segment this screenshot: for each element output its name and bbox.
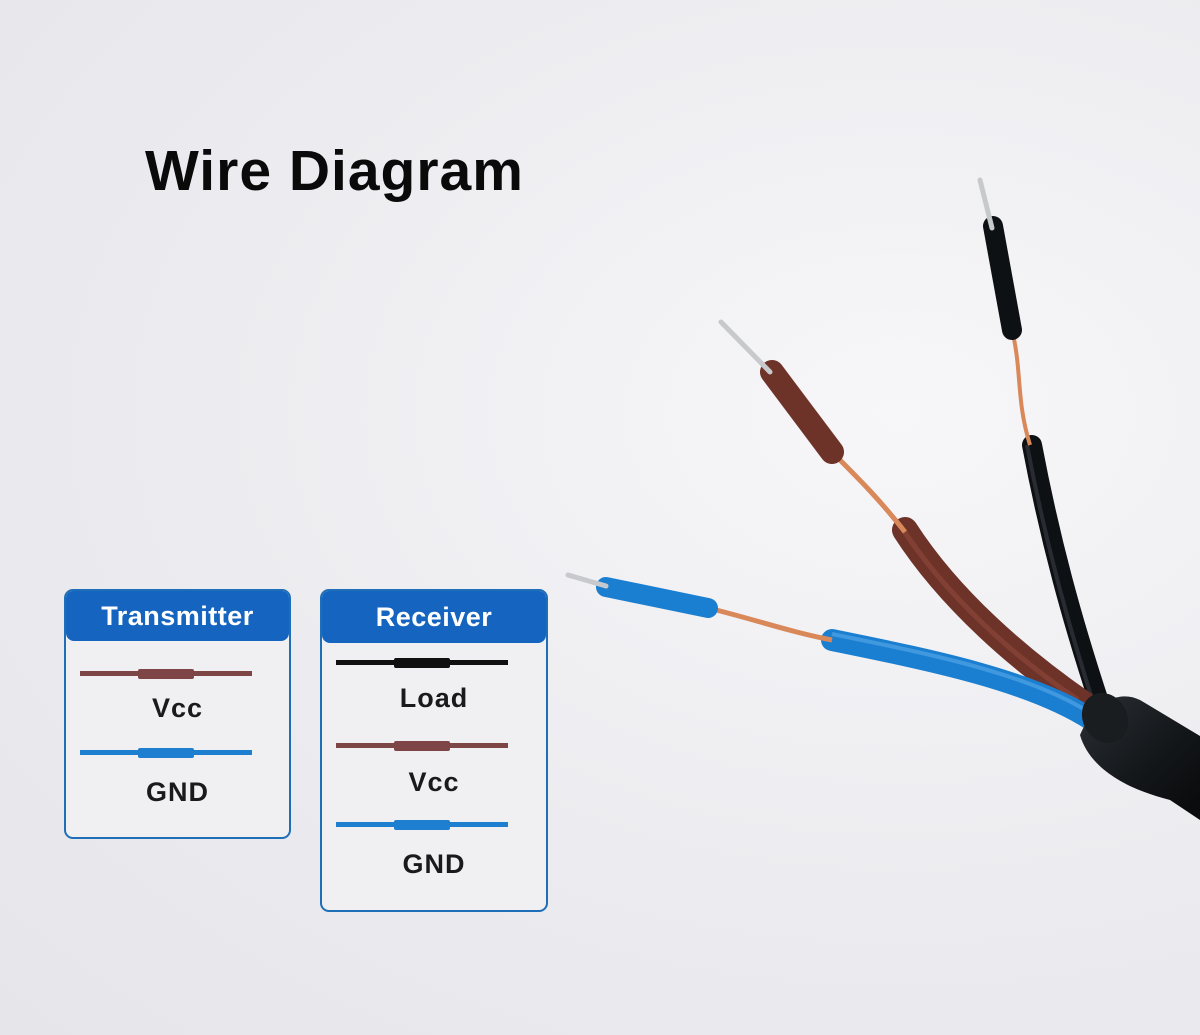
brown-wire xyxy=(718,319,1098,718)
transmitter-gnd-wire xyxy=(80,748,252,758)
wire-sleeve xyxy=(394,741,450,751)
receiver-gnd-label: GND xyxy=(402,849,466,879)
wire-sleeve xyxy=(394,820,450,830)
receiver-load-wire xyxy=(336,658,508,668)
receiver-load-label: Load xyxy=(399,683,469,713)
receiver-gnd-wire xyxy=(336,820,508,830)
black-wire xyxy=(977,177,1110,715)
wire-sleeve xyxy=(394,658,450,668)
receiver-heading: Receiver xyxy=(322,591,546,643)
receiver-vcc-label: Vcc xyxy=(408,767,460,797)
wire-sleeve xyxy=(138,748,194,758)
diagram-title: Wire Diagram xyxy=(145,139,524,203)
receiver-vcc-wire xyxy=(336,741,508,751)
transmitter-vcc-wire xyxy=(80,669,252,679)
wire-sleeve xyxy=(138,669,194,679)
transmitter-panel: Transmitter Vcc GND xyxy=(64,589,291,839)
receiver-panel: Receiver Load Vcc GND xyxy=(320,589,548,912)
blue-wire xyxy=(565,572,1103,731)
transmitter-heading: Transmitter xyxy=(66,591,289,641)
transmitter-gnd-label: GND xyxy=(146,777,209,807)
transmitter-vcc-label: Vcc xyxy=(151,693,204,723)
cable-jacket xyxy=(1080,692,1200,820)
